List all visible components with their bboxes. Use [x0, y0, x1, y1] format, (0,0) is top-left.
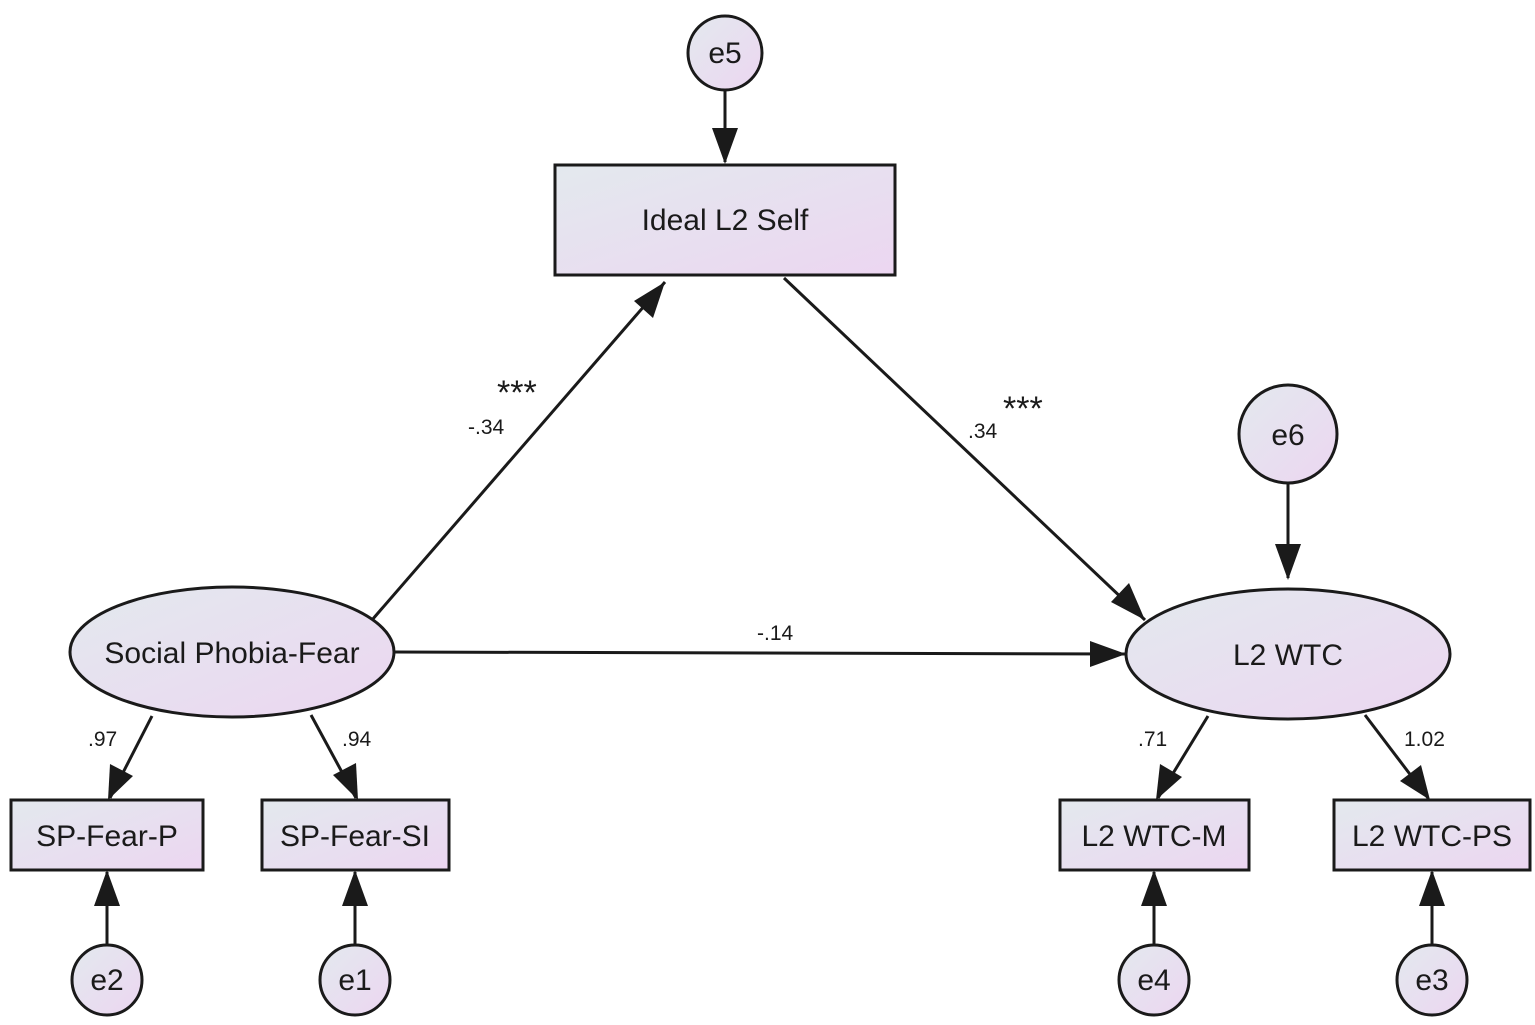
error-e3-label: e3 — [1415, 964, 1448, 997]
node-sp-fear-si-label: SP-Fear-SI — [280, 820, 430, 853]
arrow-spf-to-wtc — [393, 650, 1127, 656]
arrowhead-e5 — [712, 128, 738, 164]
arrowhead-spf-to-sp-fear-p — [108, 764, 133, 800]
error-e3: e3 — [1395, 943, 1469, 1017]
sig-ideal-to-wtc: *** — [1003, 390, 1043, 428]
node-sp-fear-si: SP-Fear-SI — [260, 798, 451, 872]
node-social-phobia-fear-label: Social Phobia-Fear — [104, 637, 359, 670]
coef-wtc-to-ps: 1.02 — [1404, 728, 1445, 751]
arrowhead-spf-to-sp-fear-si — [333, 763, 358, 800]
arrowhead-spf-to-ideal — [634, 282, 665, 318]
error-e2-label: e2 — [90, 964, 123, 997]
node-l2-wtc-label: L2 WTC — [1233, 639, 1343, 672]
error-e1: e1 — [318, 943, 392, 1017]
arrowhead-wtc-to-m — [1156, 764, 1182, 800]
coef-spf-to-wtc: -.14 — [757, 622, 794, 645]
error-e6: e6 — [1237, 383, 1339, 485]
error-e5: e5 — [686, 14, 764, 92]
arrowhead-e2 — [94, 870, 120, 906]
arrow-spf-to-ideal-self — [370, 281, 667, 621]
node-l2-wtc-ps: L2 WTC-PS — [1332, 798, 1532, 872]
node-social-phobia-fear: Social Phobia-Fear — [68, 585, 396, 719]
arrowhead-e6 — [1275, 544, 1301, 580]
arrowhead-e4 — [1141, 870, 1167, 906]
arrow-ideal-self-to-wtc — [782, 276, 1147, 622]
arrowhead-e1 — [342, 870, 368, 906]
error-e4: e4 — [1117, 943, 1191, 1017]
coef-wtc-to-m: .71 — [1138, 728, 1167, 751]
arrowhead-wtc-to-ps — [1400, 765, 1430, 800]
coef-spf-to-ideal: -.34 — [468, 416, 505, 439]
node-l2-wtc-m: L2 WTC-M — [1058, 798, 1251, 872]
arrowhead-e3 — [1419, 870, 1445, 906]
arrowhead-ideal-to-wtc — [1111, 583, 1145, 620]
sig-spf-to-ideal: *** — [497, 374, 537, 412]
node-ideal-l2-self-label: Ideal L2 Self — [642, 204, 809, 237]
coef-spf-to-si: .94 — [342, 728, 372, 751]
node-sp-fear-p: SP-Fear-P — [9, 798, 205, 872]
error-e4-label: e4 — [1137, 964, 1170, 997]
node-l2-wtc-ps-label: L2 WTC-PS — [1352, 820, 1512, 853]
error-e6-label: e6 — [1271, 419, 1304, 452]
node-l2-wtc-m-label: L2 WTC-M — [1082, 820, 1227, 853]
arrowhead-spf-to-wtc — [1090, 641, 1126, 667]
error-e1-label: e1 — [338, 964, 371, 997]
error-e2: e2 — [70, 943, 144, 1017]
error-e5-label: e5 — [708, 37, 741, 70]
node-ideal-l2-self: Ideal L2 Self — [553, 163, 897, 277]
coef-ideal-to-wtc: .34 — [968, 420, 998, 443]
node-sp-fear-p-label: SP-Fear-P — [36, 820, 178, 853]
coef-spf-to-p: .97 — [88, 728, 117, 751]
node-l2-wtc: L2 WTC — [1124, 587, 1452, 721]
